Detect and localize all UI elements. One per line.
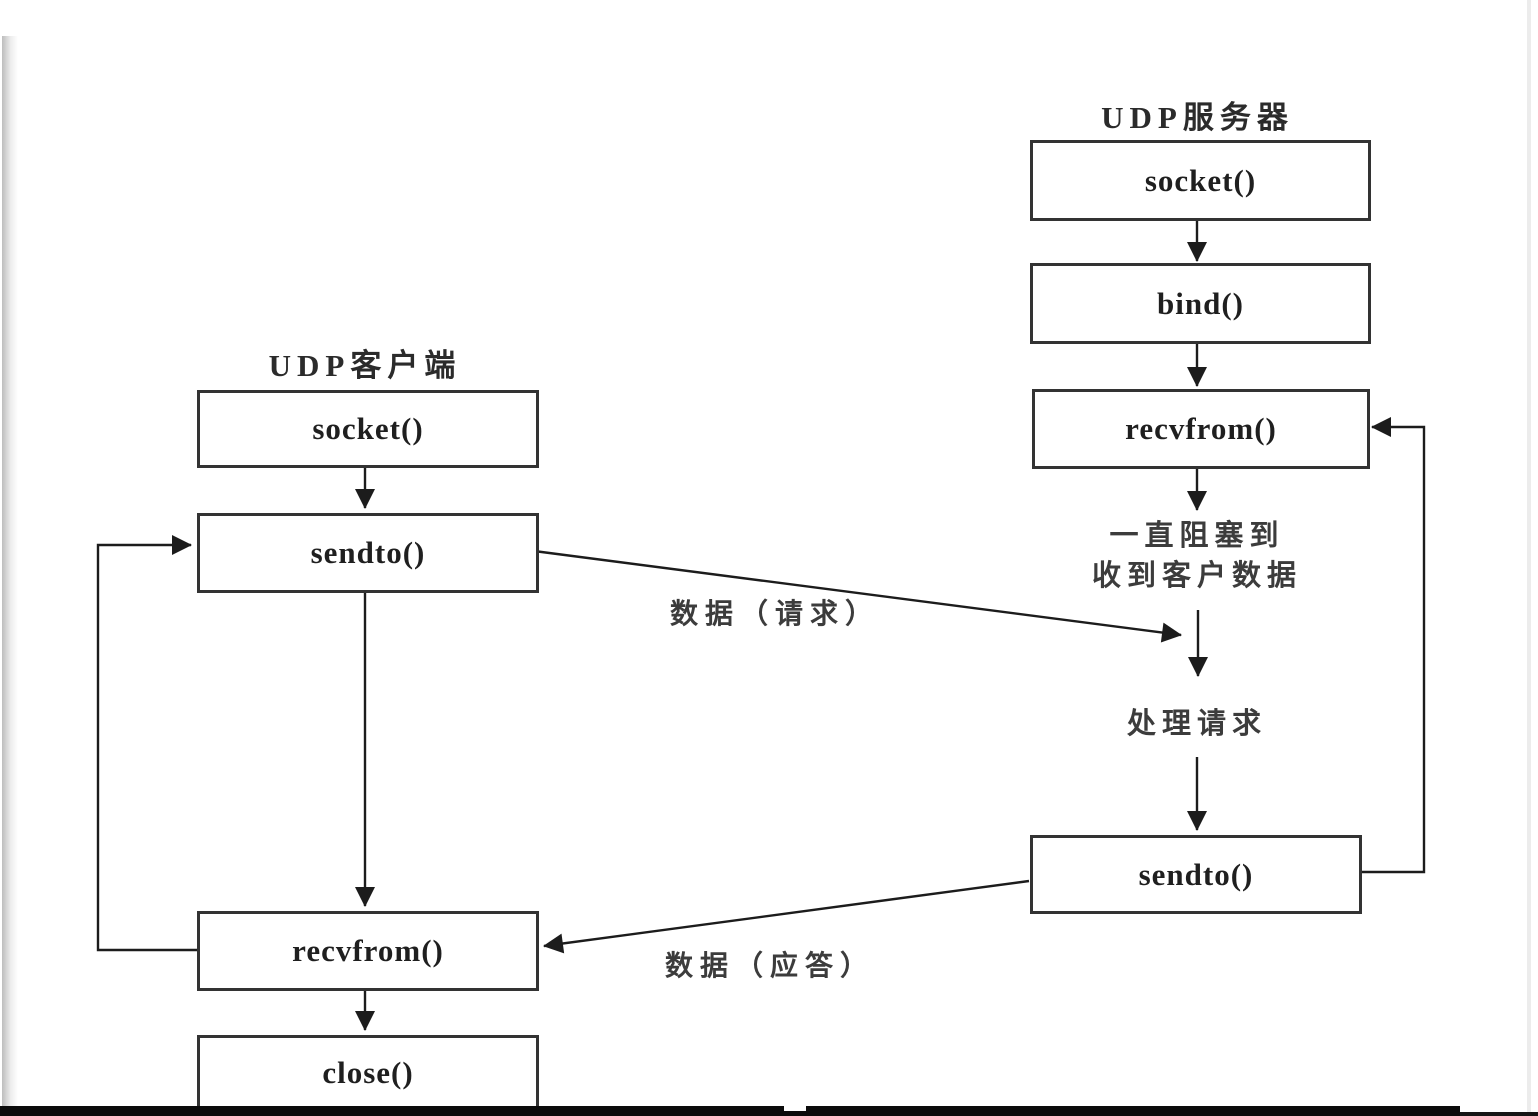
server-column-title: UDP服务器	[1101, 100, 1294, 135]
arrow-client-loop-recvfrom-to-sendto	[96, 535, 197, 952]
page-right-edge-line	[1527, 0, 1531, 1116]
data-request-label: 数据（请求）	[669, 599, 880, 630]
server-blocking-note: 一直阻塞到 收到客户数据	[1010, 516, 1384, 596]
server-socket-box: socket()	[1030, 140, 1371, 221]
client-column-title: UDP客户端	[268, 348, 462, 383]
client-sendto-box: sendto()	[197, 513, 539, 593]
server-blocking-note-line1: 一直阻塞到	[1109, 520, 1285, 552]
server-bind-box: bind()	[1030, 263, 1371, 344]
client-recvfrom-box: recvfrom()	[197, 911, 539, 991]
server-process-note: 处理请求	[1126, 708, 1267, 740]
data-reply-label: 数据（应答）	[664, 951, 875, 982]
server-sendto-box: sendto()	[1030, 835, 1362, 914]
arrow-data-reply	[543, 879, 1030, 954]
bottom-black-bar-thin-segment	[1460, 1112, 1538, 1116]
bottom-black-bar	[0, 1106, 1460, 1116]
arrow-data-request	[533, 549, 1182, 643]
server-recvfrom-box: recvfrom()	[1032, 389, 1370, 469]
bottom-bar-white-notch	[784, 1106, 806, 1111]
client-socket-box: socket()	[197, 390, 539, 468]
client-close-box: close()	[197, 1035, 539, 1111]
server-blocking-note-line2: 收到客户数据	[1091, 560, 1302, 592]
page-left-edge-shadow	[2, 36, 18, 1116]
arrow-server-loop-sendto-to-recvfrom	[1356, 417, 1426, 874]
